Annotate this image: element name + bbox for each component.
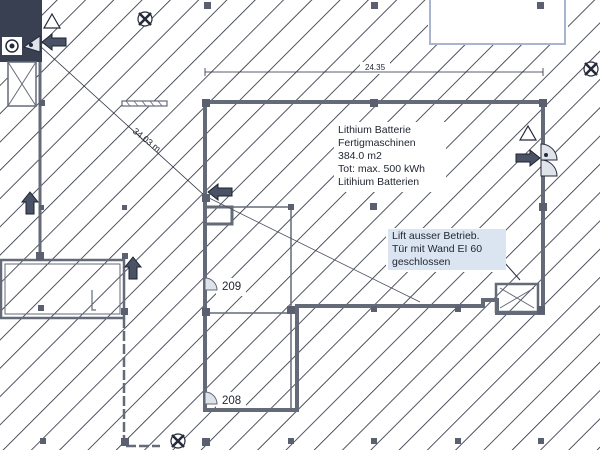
exit-arrow-icon — [207, 182, 233, 202]
note-line: Litihium Batterien — [338, 176, 420, 188]
fire-hose-icon — [2, 37, 22, 55]
room-number-209[interactable]: 209 — [222, 281, 242, 293]
exit-arrow-icon — [20, 191, 40, 215]
fire-extinguisher-icon — [170, 433, 186, 449]
fire-extinguisher-icon — [137, 11, 153, 27]
door-swing-icon — [204, 277, 218, 405]
note-line: Tür mit Wand EI 60 — [392, 243, 483, 255]
note-line: 384.0 m2 — [338, 150, 382, 162]
room-number-208[interactable]: 208 — [222, 395, 242, 407]
note-line: geschlossen — [392, 256, 451, 268]
diagonal-measure — [39, 45, 206, 197]
exit-arrow-icon — [41, 32, 67, 52]
lithium-storage-note: Lithium Batterie Fertigmaschinen 384.0 m… — [334, 122, 446, 191]
warning-triangle-icon — [518, 124, 538, 141]
note-line: Fertigmaschinen — [338, 137, 416, 149]
exit-arrow-icon — [123, 256, 143, 280]
exit-arrow-icon — [515, 148, 541, 168]
dimension-line — [204, 68, 544, 76]
escape-route-line — [204, 195, 421, 303]
note-line: Lift ausser Betrieb. — [392, 230, 480, 242]
lift-out-of-service-note: Lift ausser Betrieb. Tür mit Wand EI 60 … — [388, 229, 506, 270]
note-line: Tot: max. 500 kWh — [338, 163, 425, 175]
stair-core — [0, 0, 42, 107]
fire-extinguisher-icon — [583, 61, 599, 77]
door-swing-icon — [22, 35, 41, 53]
note-line: Lithium Batterie — [338, 124, 411, 136]
door-swing-icon — [540, 143, 558, 177]
dimension-label: 24.35 — [365, 63, 386, 72]
warning-triangle-icon — [42, 12, 62, 29]
columns — [36, 2, 547, 446]
window-segment — [121, 100, 168, 107]
